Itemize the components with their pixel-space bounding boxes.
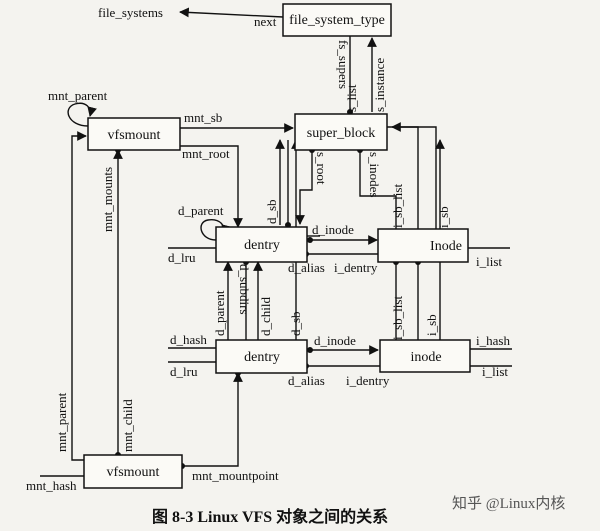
label-d-parent-top: d_parent bbox=[178, 203, 224, 218]
label-d-sb-bottom: d_sb bbox=[288, 311, 303, 336]
box-file-system-type bbox=[282, 3, 392, 37]
box-inode-bottom bbox=[379, 339, 471, 373]
line-s-inodes bbox=[359, 150, 397, 229]
arrow-mnt-root bbox=[180, 145, 243, 228]
label-fs-supers: fs_supers bbox=[336, 40, 351, 89]
label-d-parent-bottom: d_parent bbox=[212, 290, 227, 336]
label-s-root: s_root bbox=[314, 152, 329, 185]
arrow-i-sb-top bbox=[391, 122, 437, 229]
label-d-inode-bottom: d_inode bbox=[314, 333, 356, 348]
label-vfsmount-bottom: vfsmount bbox=[107, 465, 160, 480]
watermark: 知乎 @Linux内核 bbox=[452, 495, 565, 512]
box-inode-top bbox=[377, 228, 469, 263]
label-dentry-top: dentry bbox=[244, 238, 280, 253]
label-next: next bbox=[254, 14, 277, 29]
arrow-next bbox=[179, 7, 284, 18]
label-mnt-hash: mnt_hash bbox=[26, 478, 77, 493]
label-mnt-child: mnt_child bbox=[120, 399, 135, 452]
label-i-sb-list-top: i_sb_list bbox=[390, 184, 405, 228]
label-mnt-sb: mnt_sb bbox=[184, 110, 222, 125]
arrow-mnt-parent-bottom bbox=[71, 131, 87, 461]
box-vfsmount-top bbox=[87, 117, 181, 151]
label-i-sb-bottom: i_sb bbox=[424, 314, 439, 336]
label-file-systems: file_systems bbox=[98, 5, 163, 20]
label-inode-top: Inode bbox=[430, 239, 462, 254]
arrow-mnt-mountpoint bbox=[182, 372, 243, 467]
dot bbox=[307, 347, 313, 353]
label-file-system-type: file_system_type bbox=[289, 13, 385, 28]
label-d-child: d_child bbox=[258, 297, 273, 336]
label-mnt-parent-top: mnt_parent bbox=[48, 88, 108, 103]
figure-caption: 图 8-3 Linux VFS 对象之间的关系 bbox=[152, 507, 388, 526]
box-super-block bbox=[294, 113, 388, 151]
label-d-subdirs: d_subdirs bbox=[237, 264, 252, 315]
label-mnt-parent-bottom: mnt_parent bbox=[54, 392, 69, 452]
label-dentry-bottom: dentry bbox=[244, 350, 280, 365]
label-mnt-mountpoint: mnt_mountpoint bbox=[192, 468, 279, 483]
label-i-list-bottom: i_list bbox=[482, 364, 508, 379]
label-mnt-mounts: mnt_mounts bbox=[100, 167, 115, 232]
label-s-list: s_list bbox=[344, 84, 359, 112]
label-i-dentry-bottom: i_dentry bbox=[346, 373, 390, 388]
label-super-block: super_block bbox=[307, 126, 375, 141]
dot bbox=[307, 237, 313, 243]
label-mnt-root: mnt_root bbox=[182, 146, 230, 161]
box-vfsmount-bottom bbox=[83, 454, 183, 489]
label-d-lru-bottom: d_lru bbox=[170, 364, 198, 379]
box-dentry-top bbox=[215, 226, 308, 263]
label-i-list-top: i_list bbox=[476, 254, 502, 269]
box-dentry-bottom bbox=[215, 339, 308, 374]
label-d-alias-bottom: d_alias bbox=[288, 373, 325, 388]
label-d-lru-top: d_lru bbox=[168, 250, 196, 265]
loop-mnt-parent-top bbox=[67, 102, 97, 127]
label-d-hash: d_hash bbox=[170, 332, 207, 347]
label-s-inodes: s_inodes bbox=[367, 152, 382, 198]
label-i-sb-list-bottom: i_sb_list bbox=[390, 296, 405, 340]
label-d-inode-top: d_inode bbox=[312, 222, 354, 237]
label-s-instance: s_instance bbox=[372, 58, 387, 112]
label-i-sb-top: i_sb bbox=[436, 206, 451, 228]
label-vfsmount-top: vfsmount bbox=[108, 128, 161, 143]
label-i-dentry-top: i_dentry bbox=[334, 260, 378, 275]
label-inode-bottom: inode bbox=[410, 350, 441, 365]
label-d-alias-top: d_alias bbox=[288, 260, 325, 275]
label-d-sb-top: d_sb bbox=[264, 199, 279, 224]
arrow-s-root bbox=[295, 150, 313, 225]
label-i-hash: i_hash bbox=[476, 333, 510, 348]
